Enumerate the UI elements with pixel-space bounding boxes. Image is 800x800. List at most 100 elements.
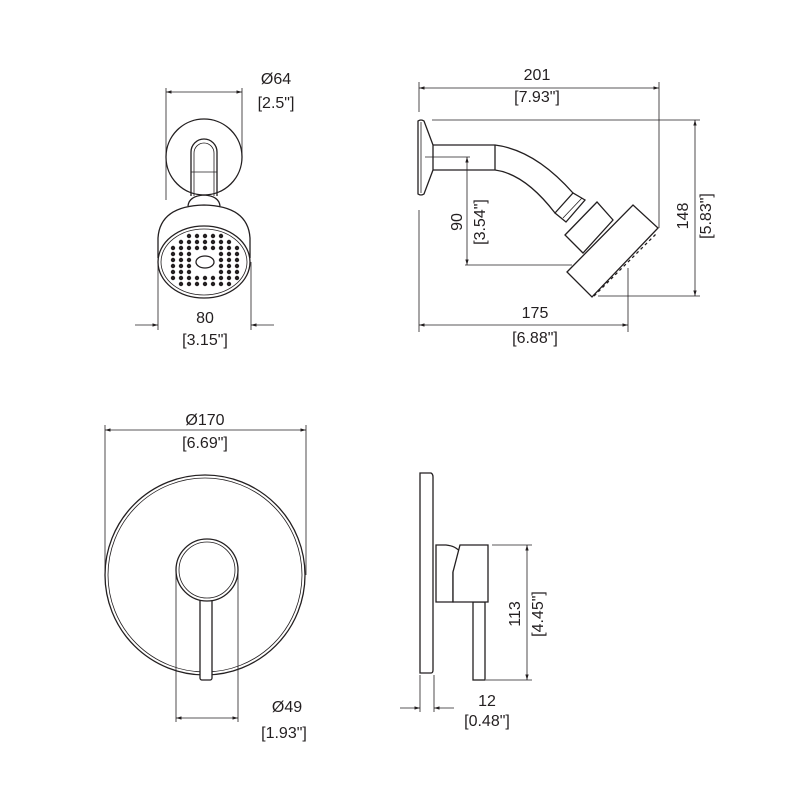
plate-diameter-in: [6.69"]: [182, 435, 228, 452]
flange: [165, 118, 243, 196]
nozzle: [186, 233, 192, 239]
lever-profile: [472, 601, 486, 681]
nozzle: [218, 281, 224, 287]
showerhead-side-view: 201 [7.93"] 148 [5.83"] 90 [3.54"] 175 […: [417, 67, 715, 347]
nozzle: [218, 233, 224, 239]
nozzle: [186, 239, 192, 245]
arm-bottom: [433, 169, 556, 214]
head-width-mm: 80: [196, 310, 214, 327]
nozzle: [210, 233, 216, 239]
showerhead-front-view: Ø64 [2.5"] 80 [3.15"]: [135, 71, 294, 349]
nozzle: [234, 245, 240, 251]
valve-height-mm: 113: [507, 601, 524, 627]
nozzle: [218, 263, 224, 269]
nozzle: [218, 239, 224, 245]
nozzle: [178, 281, 184, 287]
nozzle: [170, 257, 176, 263]
nozzle: [178, 239, 184, 245]
reach-in: [6.88"]: [512, 330, 558, 347]
nozzle: [226, 245, 232, 251]
nozzle: [226, 275, 232, 281]
nozzle: [226, 269, 232, 275]
nozzle: [202, 233, 208, 239]
arm-top: [433, 144, 574, 194]
plate-diameter-mm: Ø170: [185, 412, 224, 429]
nozzle: [178, 275, 184, 281]
handle-body-profile: [452, 544, 489, 603]
nozzle: [194, 281, 200, 287]
nozzle: [234, 269, 240, 275]
valve-front-view: Ø170 [6.69"] Ø49 [1.93"]: [104, 412, 307, 742]
head-back: [564, 201, 614, 254]
nozzle: [186, 263, 192, 269]
nozzle: [194, 275, 200, 281]
nozzle: [226, 281, 232, 287]
nozzle: [170, 275, 176, 281]
plate-depth-mm: 12: [478, 693, 496, 710]
valve-side-view: 113 [4.45"] 12 [0.48"]: [400, 472, 547, 730]
nozzle: [218, 269, 224, 275]
swivel-nut: [554, 192, 587, 223]
nozzle: [218, 257, 224, 263]
nozzle: [234, 251, 240, 257]
nozzle: [226, 239, 232, 245]
plate-profile: [419, 472, 434, 674]
flange-diameter-mm: Ø64: [261, 71, 291, 88]
nozzle: [178, 245, 184, 251]
collar: [187, 194, 221, 207]
center-nozzle: [195, 255, 215, 269]
nozzle: [202, 245, 208, 251]
nozzle: [170, 245, 176, 251]
lever: [199, 597, 213, 681]
nozzle: [186, 275, 192, 281]
nozzle: [194, 245, 200, 251]
nozzle: [186, 245, 192, 251]
nozzle: [202, 281, 208, 287]
nozzle: [226, 251, 232, 257]
nozzle: [202, 275, 208, 281]
nozzle: [194, 239, 200, 245]
nozzle: [178, 263, 184, 269]
nozzle: [218, 245, 224, 251]
handle-diameter-in: [1.93"]: [261, 725, 307, 742]
nozzle: [170, 269, 176, 275]
nozzle: [210, 275, 216, 281]
nozzle: [170, 251, 176, 257]
wall-flange: [417, 119, 434, 196]
head-width-in: [3.15"]: [182, 332, 228, 349]
reach-mm: 175: [522, 305, 549, 322]
handle-hub: [175, 538, 239, 602]
nozzle: [178, 269, 184, 275]
nozzle: [186, 281, 192, 287]
overall-height-mm: 148: [675, 203, 692, 230]
nozzle: [210, 281, 216, 287]
plate-depth-in: [0.48"]: [464, 713, 510, 730]
flange-diameter-in: [2.5"]: [258, 95, 295, 112]
handle-diameter-mm: Ø49: [272, 699, 302, 716]
nozzle: [170, 263, 176, 269]
nozzle: [218, 275, 224, 281]
nozzle-grid: [170, 233, 240, 287]
drop-in: [3.54"]: [472, 199, 489, 245]
nozzle: [178, 257, 184, 263]
nozzle: [186, 269, 192, 275]
nozzle: [226, 257, 232, 263]
head-front: [566, 204, 659, 298]
nozzle: [210, 239, 216, 245]
nozzle: [210, 245, 216, 251]
overall-length-in: [7.93"]: [514, 89, 560, 106]
overall-length-mm: 201: [524, 67, 551, 84]
nozzle: [178, 251, 184, 257]
drop-mm: 90: [449, 213, 466, 231]
overall-height-in: [5.83"]: [698, 193, 715, 239]
nozzle: [234, 263, 240, 269]
nozzle: [226, 263, 232, 269]
valve-height-in: [4.45"]: [530, 591, 547, 637]
nozzle: [218, 251, 224, 257]
arm: [190, 138, 218, 196]
nozzle: [234, 275, 240, 281]
nozzle: [194, 233, 200, 239]
nozzle: [202, 239, 208, 245]
nozzle: [234, 257, 240, 263]
